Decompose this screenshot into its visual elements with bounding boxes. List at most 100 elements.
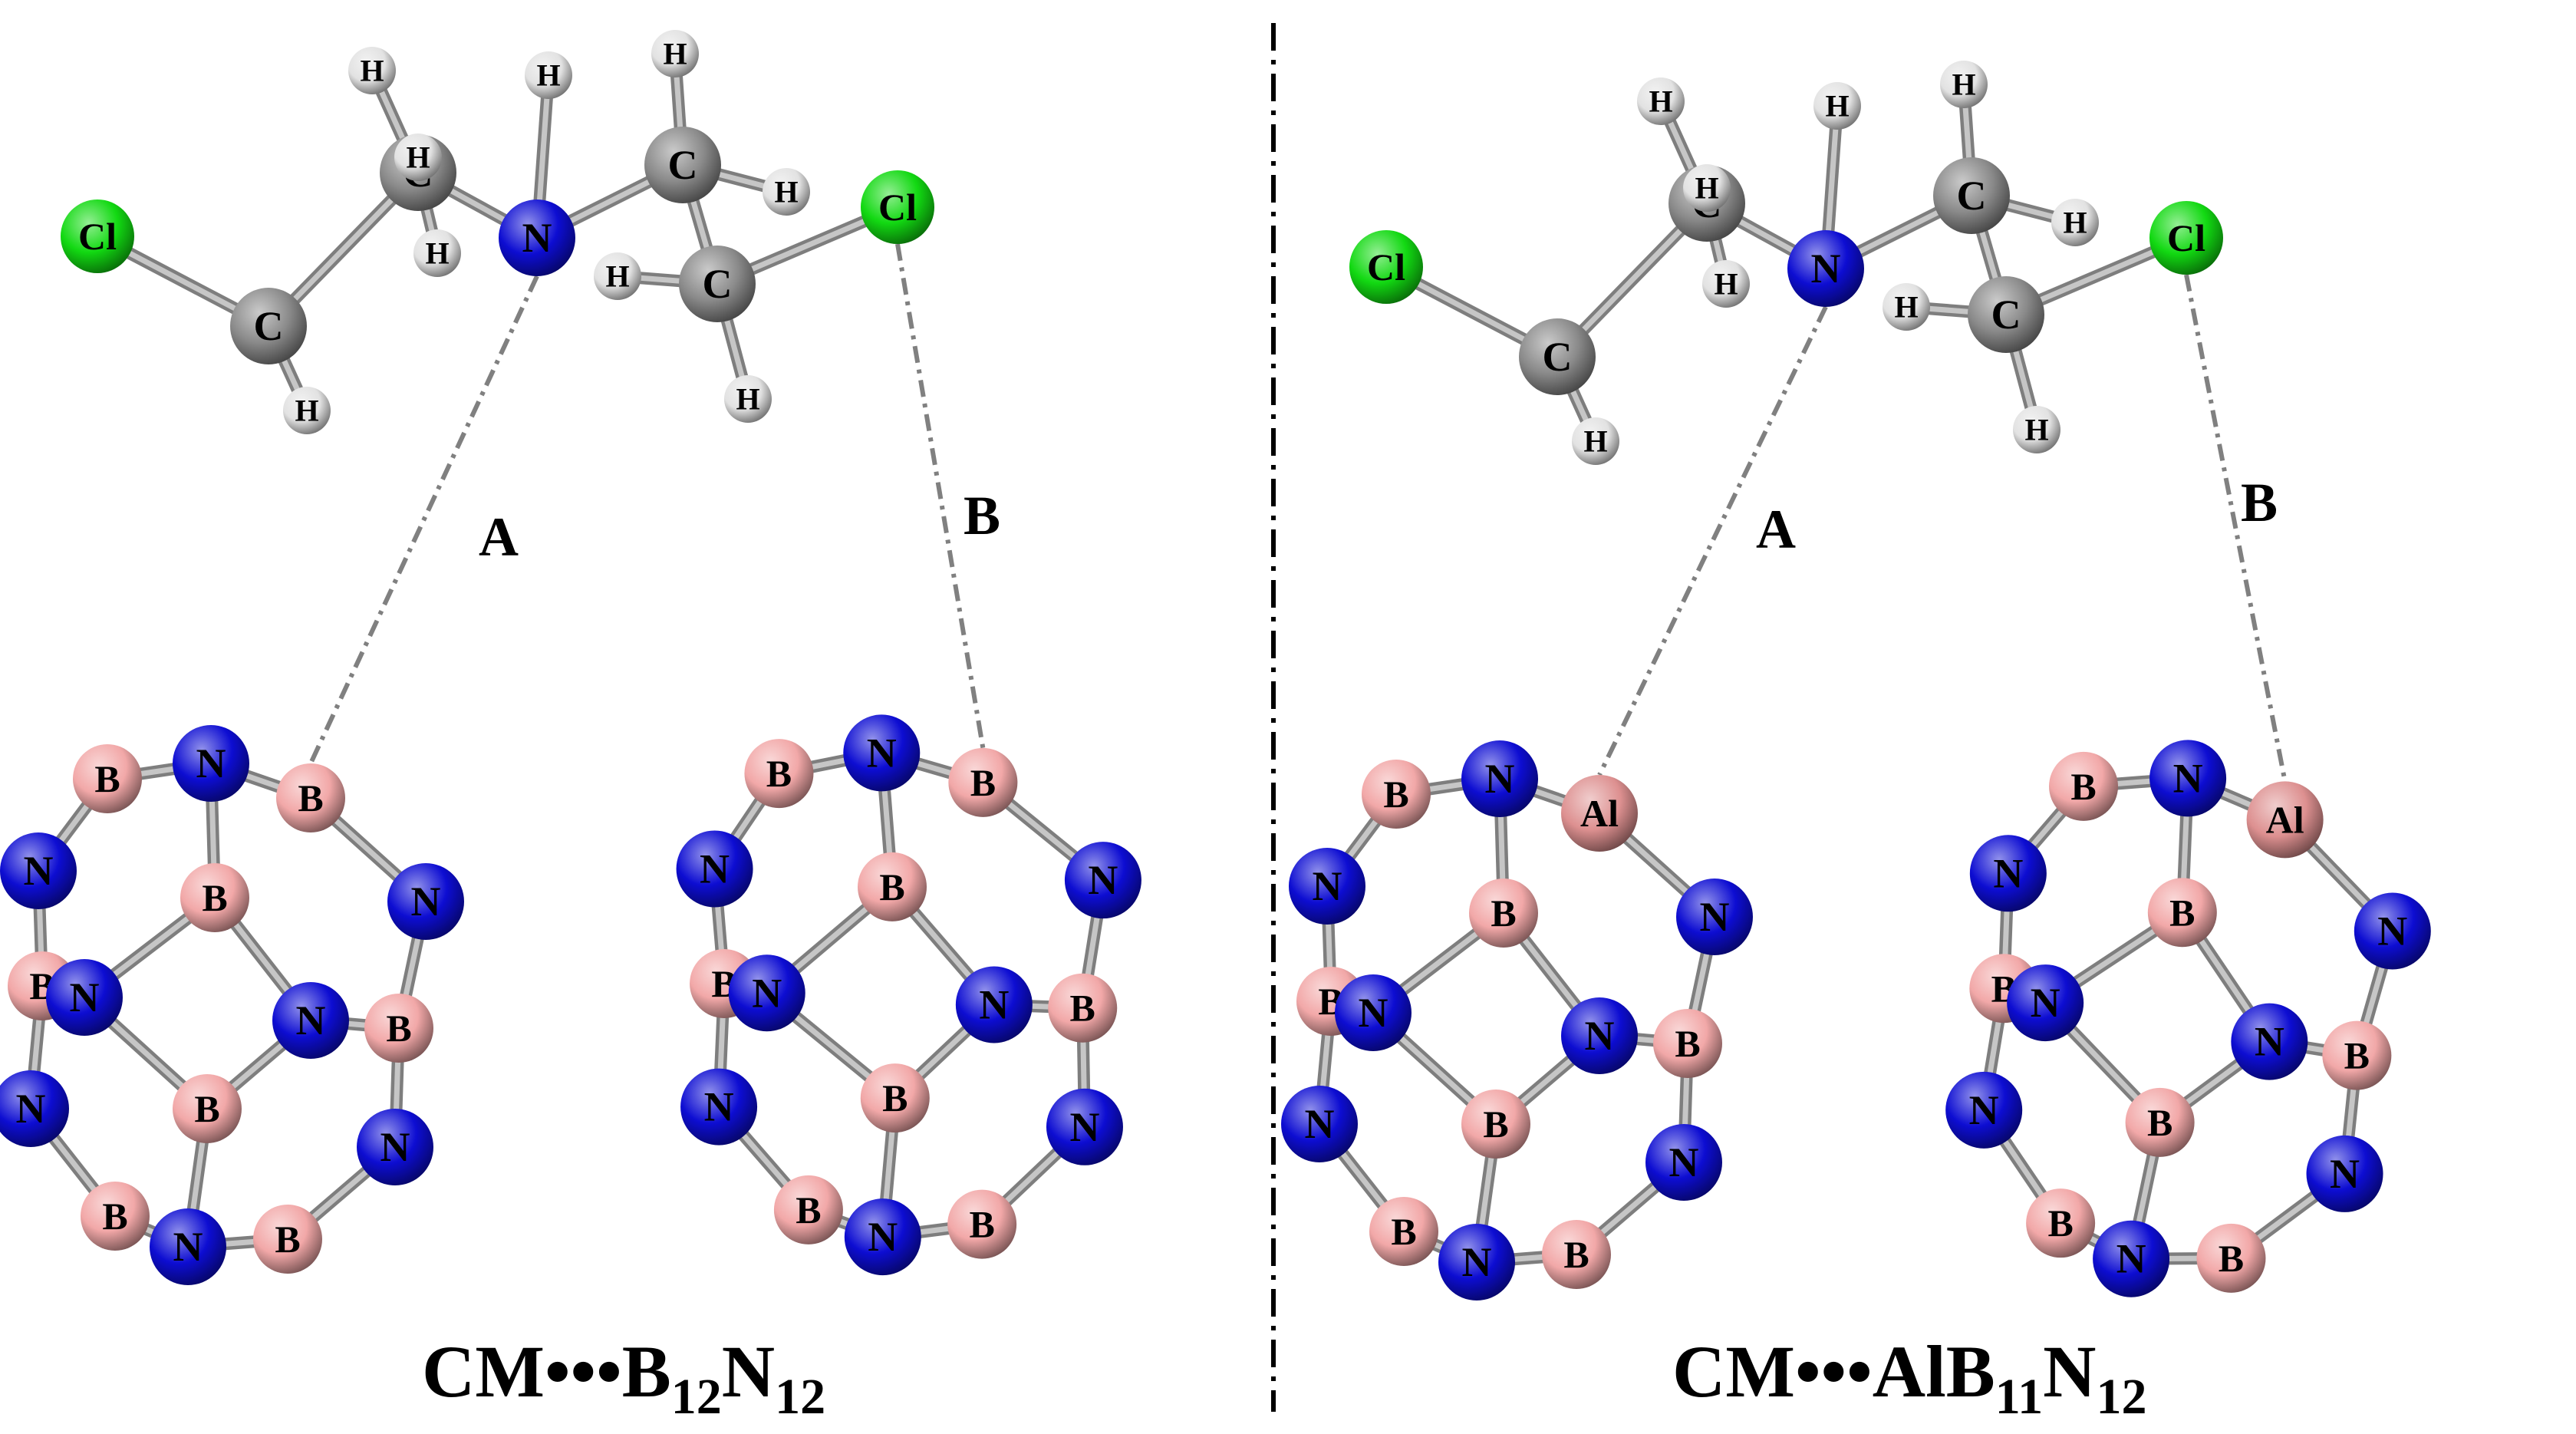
svg-text:C: C — [1543, 334, 1573, 380]
svg-text:H: H — [536, 58, 560, 93]
atom-h: H — [525, 51, 572, 99]
atom-b: B — [253, 1205, 322, 1274]
interaction-a-left — [308, 275, 539, 765]
svg-text:B: B — [1563, 1233, 1589, 1276]
svg-text:N: N — [2031, 980, 2060, 1026]
svg-text:H: H — [2024, 413, 2048, 447]
svg-text:N: N — [1462, 1239, 1492, 1285]
atom-b: B — [2147, 878, 2217, 948]
svg-text:N: N — [173, 1224, 203, 1270]
interaction-b-right — [2184, 274, 2288, 782]
svg-text:B: B — [879, 865, 904, 908]
atom-n: N — [1438, 1224, 1515, 1300]
atom-cl: Cl — [861, 170, 934, 244]
atom-h: H — [2013, 406, 2060, 453]
atom-al: Al — [2246, 781, 2324, 859]
svg-text:N: N — [1585, 1013, 1615, 1059]
svg-text:N: N — [1305, 1101, 1335, 1147]
atom-n: N — [499, 199, 575, 276]
svg-text:H: H — [1649, 84, 1672, 119]
svg-text:N: N — [1700, 894, 1730, 940]
atom-n: N — [680, 1068, 758, 1146]
svg-text:H: H — [1952, 68, 1975, 102]
atom-n: N — [1461, 740, 1538, 817]
svg-text:Al: Al — [1580, 792, 1619, 835]
atom-b: B — [858, 852, 927, 921]
label-b-right: B — [2241, 472, 2278, 533]
atom-b: B — [364, 994, 433, 1063]
atom-n: N — [150, 1208, 226, 1285]
atom-n: N — [843, 714, 921, 792]
svg-text:H: H — [774, 175, 798, 209]
svg-text:C: C — [254, 303, 284, 349]
atom-c: C — [679, 246, 756, 322]
atom-n: N — [1064, 842, 1141, 919]
atom-n: N — [2093, 1220, 2170, 1297]
atom-al: Al — [1561, 775, 1638, 852]
svg-text:H: H — [663, 37, 687, 71]
atom-b: B — [2196, 1223, 2266, 1293]
atom-h: H — [1702, 260, 1750, 308]
atom-b: B — [2026, 1188, 2096, 1258]
atom-h: H — [594, 252, 641, 300]
svg-text:B: B — [2070, 765, 2096, 808]
atom-h: H — [1683, 164, 1731, 212]
svg-text:N: N — [2255, 1019, 2284, 1065]
svg-text:B: B — [202, 876, 227, 919]
svg-text:N: N — [704, 1084, 734, 1130]
atom-n: N — [676, 830, 753, 908]
atom-b: B — [1542, 1220, 1611, 1289]
atom-c: C — [1968, 276, 2044, 353]
svg-text:N: N — [868, 1214, 898, 1260]
atom-b: B — [744, 739, 814, 809]
svg-text:N: N — [16, 1086, 46, 1132]
svg-text:H: H — [2063, 206, 2087, 240]
svg-text:B: B — [2344, 1034, 2370, 1077]
atom-n: N — [387, 863, 464, 940]
svg-text:B: B — [766, 752, 792, 795]
atom-n: N — [728, 954, 805, 1032]
atom-h: H — [2051, 199, 2099, 246]
svg-text:N: N — [2116, 1236, 2146, 1282]
svg-text:B: B — [796, 1188, 821, 1231]
svg-text:N: N — [70, 974, 100, 1020]
svg-text:N: N — [196, 740, 226, 786]
atom-n: N — [1289, 848, 1365, 925]
svg-text:N: N — [296, 997, 326, 1043]
svg-text:B: B — [102, 1195, 127, 1238]
svg-text:N: N — [2173, 755, 2203, 801]
atom-n: N — [1645, 1124, 1722, 1201]
atom-n: N — [2149, 740, 2227, 817]
svg-text:C: C — [703, 261, 733, 307]
atom-h: H — [1883, 283, 1930, 331]
atom-b: B — [2322, 1020, 2392, 1090]
atom-c: C — [1933, 157, 2010, 234]
atom-b: B — [276, 763, 345, 832]
svg-text:N: N — [522, 215, 552, 261]
atom-cl: Cl — [61, 199, 134, 273]
svg-text:N: N — [2330, 1151, 2360, 1197]
atom-n: N — [2231, 1003, 2308, 1080]
atom-n: N — [0, 1070, 69, 1147]
svg-text:C: C — [1991, 292, 2021, 338]
svg-text:B: B — [1391, 1210, 1416, 1253]
atom-b: B — [947, 1189, 1017, 1259]
atom-n: N — [844, 1198, 921, 1276]
atom-b: B — [773, 1175, 843, 1244]
atom-h: H — [413, 229, 461, 277]
atom-h: H — [394, 134, 442, 181]
caption-left: CM•••B12N12 — [422, 1330, 825, 1425]
atom-n: N — [2354, 892, 2431, 970]
interaction-b-left — [895, 243, 986, 749]
svg-text:N: N — [1088, 857, 1118, 903]
svg-text:N: N — [1069, 1104, 1099, 1150]
atom-h: H — [1637, 77, 1685, 125]
atom-b: B — [2125, 1087, 2195, 1157]
svg-text:H: H — [1825, 89, 1849, 124]
atom-b: B — [860, 1063, 930, 1133]
svg-text:H: H — [295, 394, 318, 428]
atom-b: B — [1461, 1090, 1530, 1159]
svg-text:N: N — [1669, 1139, 1699, 1185]
svg-text:N: N — [1359, 990, 1388, 1036]
